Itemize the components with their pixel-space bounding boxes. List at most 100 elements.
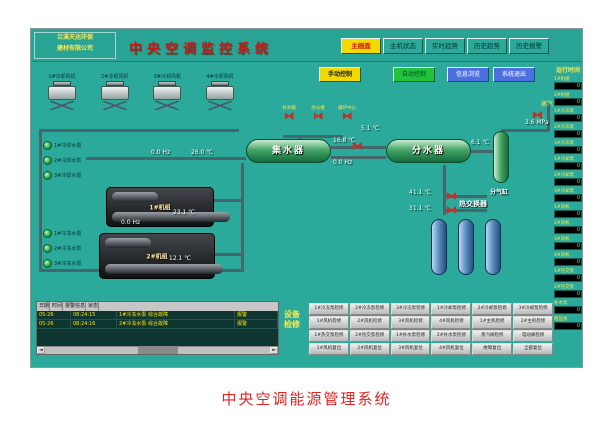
runtime-item: 4#风机 0	[554, 253, 582, 266]
maintenance-button[interactable]: 3#冷却泵检修	[513, 303, 553, 316]
runtime-item: 2#冷冻泵 0	[554, 125, 582, 138]
maintenance-button[interactable]: 4#风机检修	[431, 316, 472, 329]
pipe	[547, 103, 550, 131]
maintenance-button[interactable]: 2#风机检修	[349, 316, 390, 329]
runtime-item: 3#冷冻泵 0	[554, 141, 582, 154]
scroll-right-icon[interactable]: ►	[270, 347, 278, 354]
chilled-pump[interactable]: 1#冷冻水泵	[43, 229, 81, 238]
maintenance-button[interactable]: 1#补水泵检修	[390, 329, 431, 342]
maintenance-button[interactable]: 蒸汽阀检修	[472, 329, 513, 342]
chilled-pump[interactable]: 2#冷冻水泵	[43, 244, 81, 253]
runtime-item-value: 0	[554, 322, 582, 330]
maintenance-button[interactable]: 2#冷冻泵检修	[349, 303, 390, 316]
hmi-screen: 兰溪天达环保 建材有限公司 中央空调监控系统 主画面 主机状态 实时趋势 历史趋…	[30, 28, 583, 368]
pipe	[283, 135, 343, 138]
valve-icon[interactable]	[447, 192, 456, 200]
nav-history-alarm-button[interactable]: 历史报警	[509, 38, 549, 54]
runtime-list: 1#机组 0 2#机组 0 1#冷冻泵 0 2#冷冻泵	[554, 77, 582, 330]
maintenance-button[interactable]: 3#冷冻泵检修	[390, 303, 431, 316]
readout-steam-pressure: 3.6 MPa	[525, 119, 549, 126]
maintenance-button[interactable]: 1#主机检修	[472, 316, 513, 329]
scrollbar-thumb[interactable]	[137, 347, 178, 354]
scroll-left-icon[interactable]: ◄	[37, 347, 45, 354]
info-browse-button[interactable]: 信息浏览	[447, 67, 489, 82]
pipe	[443, 165, 446, 215]
cooling-tower[interactable]: 2#冷却风机	[92, 73, 138, 111]
maintenance-button[interactable]: 1#风机检修	[309, 316, 349, 329]
maintenance-button[interactable]: 2#风机复位	[349, 342, 390, 355]
pipe	[471, 150, 493, 153]
runtime-item-label: 稳压泵	[554, 317, 568, 322]
runtime-item-value: 0	[554, 114, 582, 122]
nav-unit-status-button[interactable]: 主机状态	[383, 38, 423, 54]
maintenance-button[interactable]: 全部复位	[513, 342, 553, 355]
maintenance-button[interactable]: 4#风机复位	[431, 342, 472, 355]
heat-exchanger-tank[interactable]	[431, 219, 447, 275]
maintenance-button[interactable]: 1#冷冻泵检修	[309, 303, 349, 316]
maintenance-button[interactable]: 1#冷却泵检修	[431, 303, 472, 316]
alarm-status: 报警	[235, 311, 278, 319]
tower-fan-icon	[158, 81, 177, 86]
runtime-item: 补水泵 0	[554, 301, 582, 314]
runtime-item-value: 0	[554, 210, 582, 218]
heat-exchanger-tank[interactable]	[485, 219, 501, 275]
valve-icon[interactable]	[313, 112, 323, 120]
alarm-column-header: 日期	[39, 302, 51, 311]
runtime-title: 运行时间	[555, 67, 580, 74]
chiller-unit-2[interactable]: 2#机组	[99, 233, 223, 279]
runtime-item-value: 0	[554, 306, 582, 314]
alarm-scrollbar[interactable]: ◄ ►	[37, 346, 278, 354]
maintenance-button[interactable]: 1#风机复位	[309, 342, 349, 355]
readout-hx-in-temp: 31.1 ℃	[409, 205, 432, 212]
tower-legs	[102, 101, 127, 110]
cooling-tower[interactable]: 1#冷却风机	[39, 73, 85, 111]
runtime-item-value: 0	[554, 162, 582, 170]
chiller-unit-1[interactable]: 1#机组	[106, 187, 230, 227]
nav-history-trend-button[interactable]: 历史趋势	[467, 38, 507, 54]
nav-main-screen-button[interactable]: 主画面	[341, 38, 381, 54]
runtime-item-label: 3#风机	[554, 237, 570, 242]
cooling-tower[interactable]: 3#冷却风机	[144, 73, 190, 111]
runtime-item-value: 0	[554, 178, 582, 186]
water-distributor[interactable]: 分水器	[386, 139, 471, 163]
maintenance-button[interactable]: 电动阀检修	[513, 329, 553, 342]
water-collector[interactable]: 集水器	[246, 139, 331, 163]
readout-unit2-temp: 12.1 ℃	[169, 255, 192, 262]
maintenance-button[interactable]: 2#主机检修	[513, 316, 553, 329]
system-exit-button[interactable]: 系统退出	[493, 67, 535, 82]
cooling-tower-icon	[47, 81, 77, 111]
maintenance-button[interactable]: 1#热交泵检修	[309, 329, 349, 342]
maintenance-button[interactable]: 2#热交泵检修	[349, 329, 390, 342]
runtime-item-value: 0	[554, 258, 582, 266]
valve-icon[interactable]	[353, 142, 362, 150]
cooling-pump[interactable]: 2#冷却水泵	[43, 156, 81, 165]
table-row[interactable]: 05-26 08:24:16 2#冷冻水泵 综合故障 报警	[37, 320, 278, 329]
maintenance-button[interactable]: 故障复位	[472, 342, 513, 355]
steam-header-tank[interactable]	[493, 131, 509, 183]
valve-icon[interactable]	[284, 112, 294, 120]
nav-realtime-trend-button[interactable]: 实时趋势	[425, 38, 465, 54]
valve-icon[interactable]	[342, 112, 352, 120]
maintenance-button[interactable]: 3#风机检修	[390, 316, 431, 329]
runtime-item-value: 0	[554, 98, 582, 106]
runtime-item: 1#热交泵 0	[554, 269, 582, 282]
alarm-status: 报警	[235, 320, 278, 328]
runtime-item-label: 2#风机	[554, 221, 570, 226]
maintenance-button[interactable]: 2#冷却泵检修	[472, 303, 513, 316]
tower-legs	[155, 101, 180, 110]
cooling-tower[interactable]: 4#冷却风机	[197, 73, 243, 111]
heat-exchanger-tank[interactable]	[458, 219, 474, 275]
manual-control-button[interactable]: 手动控制	[319, 67, 361, 82]
chilled-pump[interactable]: 3#冷冻水泵	[43, 259, 81, 268]
maintenance-button[interactable]: 2#补水泵检修	[431, 329, 472, 342]
cooling-pump[interactable]: 3#冷却水泵	[43, 171, 81, 180]
maintenance-button[interactable]: 3#风机复位	[390, 342, 431, 355]
table-row[interactable]: 05-26 08:24:15 1#冷冻水泵 综合故障 报警	[37, 311, 278, 320]
auto-control-button[interactable]: 自动控制	[393, 67, 435, 82]
runtime-item-value: 0	[554, 146, 582, 154]
valve-icon[interactable]	[533, 111, 542, 119]
cooling-pump[interactable]: 1#冷却水泵	[43, 141, 81, 150]
pump-label: 3#冷冻水泵	[54, 261, 82, 267]
chiller-cylinder	[112, 192, 158, 202]
valve-icon[interactable]	[447, 206, 456, 214]
